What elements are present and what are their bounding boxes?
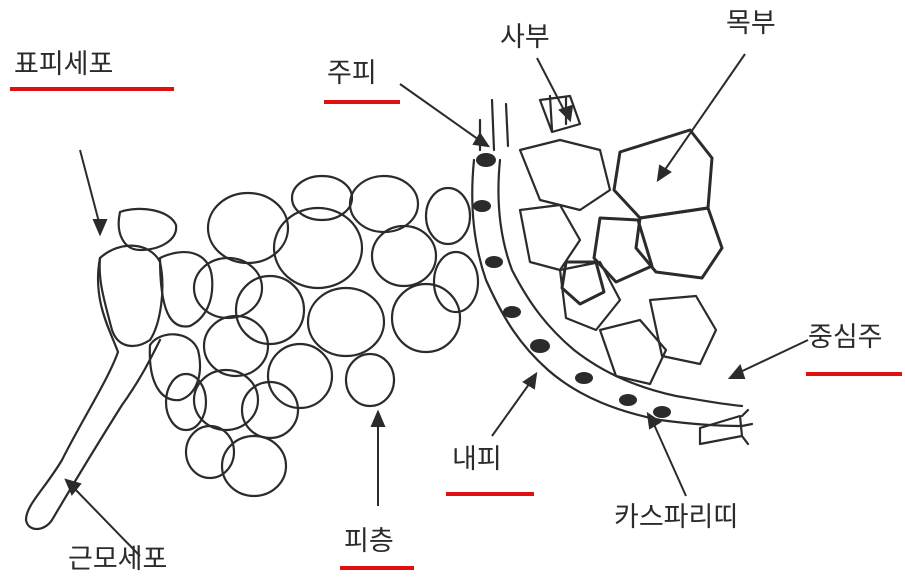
label-endodermis: 내피 — [452, 446, 502, 473]
cortex-cell — [268, 344, 332, 408]
cortex-cell — [236, 276, 304, 344]
label-pericycle: 주피 — [327, 60, 377, 87]
underline-epidermis — [10, 87, 174, 91]
cortex-cell — [372, 226, 436, 286]
cortex-cell — [166, 374, 206, 430]
cortex-cell — [222, 436, 286, 496]
cortex-cell — [204, 316, 268, 376]
underline-pericycle — [324, 100, 400, 104]
cortex-cell — [292, 176, 352, 220]
cortex-cell — [392, 284, 460, 352]
label-xylem: 목부 — [726, 10, 776, 37]
arrow-stele — [736, 340, 808, 374]
label-root-hair: 근모세포 — [68, 546, 167, 573]
cortex-cell — [208, 193, 288, 263]
underline-cortex — [340, 566, 414, 570]
label-epidermis: 표피세포 — [14, 51, 113, 78]
stele-cell — [520, 140, 610, 210]
stele-cell — [650, 296, 716, 364]
cortex-cell — [194, 370, 258, 430]
casparian-strip-mark — [476, 153, 496, 167]
cortex-cell — [426, 188, 470, 244]
root-tip-fringe — [700, 410, 752, 444]
xylem-vessel — [594, 218, 652, 282]
casparian-strip-mark — [653, 406, 671, 418]
arrowhead — [94, 220, 106, 234]
casparian-strip-mark — [473, 200, 491, 212]
arrow-pericycle — [400, 84, 482, 142]
label-stele: 중심주 — [808, 324, 883, 351]
label-casparian-strip: 카스파리띠 — [614, 504, 738, 531]
cortex-cell — [194, 258, 262, 318]
underline-endodermis — [446, 492, 534, 496]
cortex-cell — [350, 176, 418, 232]
epidermis-cell — [160, 252, 212, 326]
arrowhead — [658, 166, 670, 180]
arrow-casparian — [652, 420, 686, 496]
epidermis-cell — [119, 209, 176, 250]
casparian-strip-mark — [619, 394, 637, 406]
arrow-endodermis — [492, 380, 532, 436]
casparian-strip-mark — [575, 372, 593, 384]
cortex-cell — [242, 382, 298, 438]
arrow-epidermis — [80, 150, 100, 226]
stele-cell — [520, 205, 580, 270]
arrowhead — [372, 412, 384, 426]
casparian-strip-mark — [530, 339, 550, 353]
root-hair-cell — [26, 258, 160, 529]
arrowhead — [524, 374, 536, 388]
arrow-xylem — [662, 54, 745, 174]
casparian-strip-mark — [485, 256, 503, 268]
underline-stele — [806, 372, 902, 376]
casparian-strip-mark — [503, 306, 521, 318]
label-phloem: 사부 — [500, 24, 550, 51]
endodermis-band — [472, 160, 740, 426]
cortex-cell — [346, 354, 394, 406]
label-cortex: 피층 — [344, 528, 394, 555]
arrowhead — [474, 134, 488, 146]
cortex-cell — [308, 288, 384, 356]
arrowhead — [730, 366, 744, 378]
